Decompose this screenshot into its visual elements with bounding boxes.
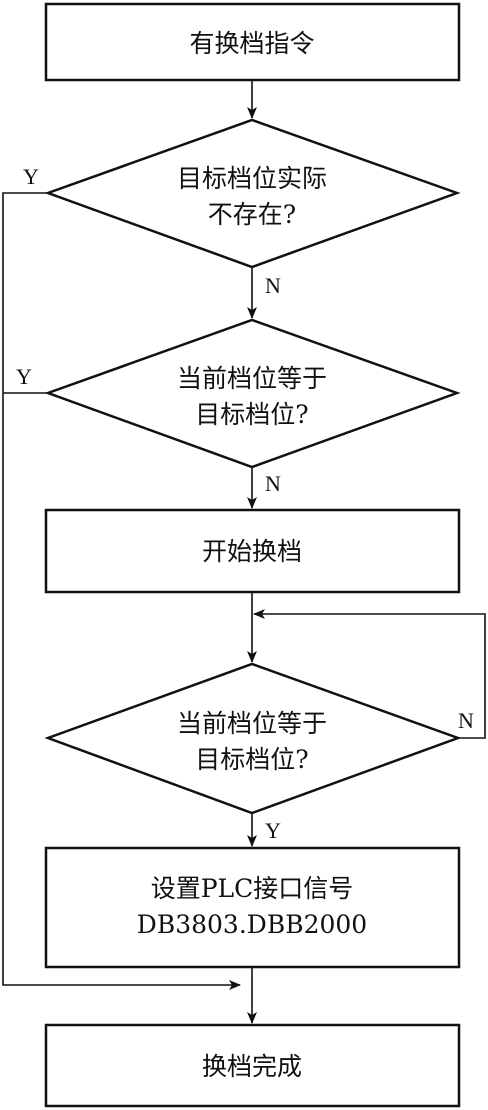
- check-target-exists-line-2: 不存在?: [208, 200, 296, 229]
- label-check-equal-1-no: N: [265, 471, 281, 496]
- node-set-plc-signal: 设置PLC接口信号 DB3803.DBB2000: [44, 846, 461, 969]
- label-check-equal-1-yes: Y: [16, 364, 32, 389]
- node-check-current-equals-target-1: 当前档位等于 目标档位?: [44, 318, 461, 469]
- node-shift-complete: 换档完成: [44, 1023, 461, 1108]
- check-current-equals-target-1-line-2: 目标档位?: [195, 400, 308, 429]
- branch-labels: Y N Y N N Y: [16, 164, 474, 843]
- edge-bypass-left-line: [2, 192, 241, 990]
- shift-complete-box: [44, 1023, 461, 1108]
- label-check-exists-yes: Y: [23, 164, 39, 189]
- begin-shift-text: 开始换档: [202, 537, 302, 566]
- check-current-equals-target-1-line-1: 当前档位等于: [177, 364, 327, 393]
- edges: [2, 80, 486, 1024]
- node-start: 有换档指令: [44, 2, 461, 82]
- check-current-equals-target-1-diamond: [44, 318, 461, 469]
- label-check-equal-2-no: N: [458, 708, 474, 733]
- start-text: 有换档指令: [189, 29, 314, 58]
- edge-check-equal-2-no-loop: [253, 609, 486, 739]
- node-begin-shift: 开始换档: [44, 508, 461, 594]
- label-check-exists-no: N: [265, 273, 281, 298]
- check-target-exists-diamond: [44, 118, 461, 269]
- shift-complete-text: 换档完成: [202, 1052, 302, 1081]
- node-check-target-exists: 目标档位实际 不存在?: [44, 118, 461, 269]
- set-plc-signal-box: [44, 846, 461, 969]
- check-current-equals-target-2-diamond: [44, 662, 462, 815]
- node-check-current-equals-target-2: 当前档位等于 目标档位?: [44, 662, 462, 815]
- check-target-exists-line-1: 目标档位实际: [177, 164, 327, 193]
- set-plc-signal-line-2: DB3803.DBB2000: [137, 910, 367, 939]
- begin-shift-box: [44, 508, 461, 594]
- label-check-equal-2-yes: Y: [265, 818, 281, 843]
- start-box: [44, 2, 461, 82]
- set-plc-signal-line-1: 设置PLC接口信号: [151, 874, 354, 903]
- check-current-equals-target-2-line-2: 目标档位?: [195, 745, 308, 774]
- check-current-equals-target-2-line-1: 当前档位等于: [177, 709, 327, 738]
